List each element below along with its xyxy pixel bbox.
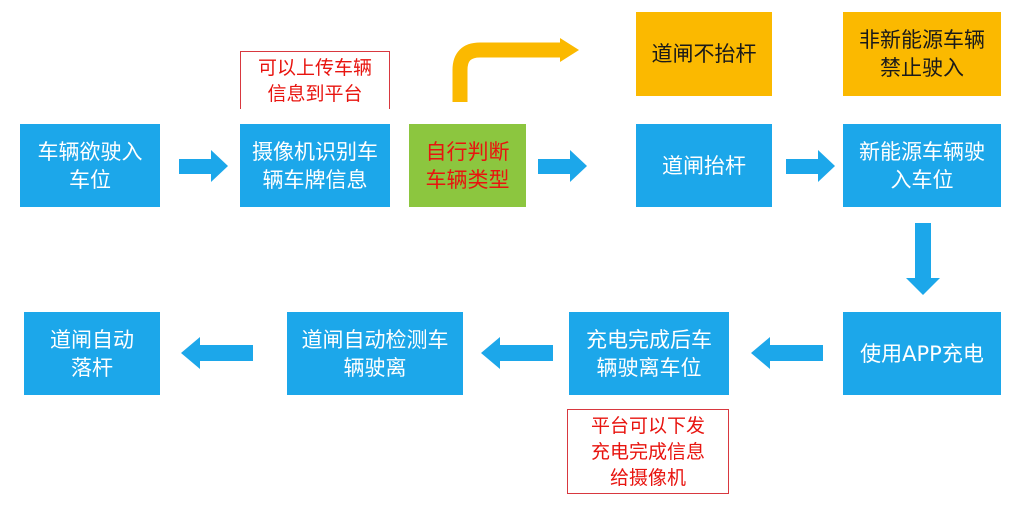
- step-camera-recognize-label: 摄像机识别车 辆车牌信息: [252, 139, 378, 192]
- note-platform-send-info-label: 平台可以下发 充电完成信息 给摄像机: [590, 414, 705, 489]
- arrow-curve-yellow: [452, 42, 562, 102]
- step-gate-up-label: 道闸抬杆: [662, 153, 746, 178]
- step-car-enter-label: 车辆欲驶入 车位: [37, 139, 143, 192]
- step-judge-type: 自行判断 车辆类型: [409, 124, 526, 207]
- step-gate-not-up: 道闸不抬杆: [636, 12, 772, 96]
- arrow-right-1: [179, 150, 228, 182]
- step-detect-leave: 道闸自动检测车 辆驶离: [287, 312, 463, 395]
- note-platform-send-info: 平台可以下发 充电完成信息 给摄像机: [567, 409, 729, 494]
- arrow-left-2: [481, 337, 553, 369]
- step-use-app-label: 使用APP充电: [860, 341, 984, 366]
- arrow-down-1: [906, 223, 940, 295]
- arrow-curve-yellow-head: [560, 38, 579, 62]
- step-gate-not-up-label: 道闸不抬杆: [651, 42, 757, 66]
- step-car-enter: 车辆欲驶入 车位: [20, 124, 160, 207]
- step-non-nev-forbidden-label: 非新能源车辆 禁止驶入: [859, 28, 985, 80]
- step-gate-down-label: 道闸自动 落杆: [50, 327, 134, 380]
- arrow-right-3: [786, 150, 835, 182]
- step-detect-leave-label: 道闸自动检测车 辆驶离: [301, 327, 449, 380]
- step-nev-enter: 新能源车辆驶 入车位: [843, 124, 1001, 207]
- note-upload-to-platform-label: 可以上传车辆 信息到平台: [257, 56, 372, 105]
- step-nev-enter-label: 新能源车辆驶 入车位: [859, 139, 985, 192]
- step-gate-down: 道闸自动 落杆: [24, 312, 160, 395]
- step-charge-done-leave: 充电完成后车 辆驶离车位: [569, 312, 729, 395]
- step-judge-type-label: 自行判断 车辆类型: [425, 139, 510, 192]
- arrow-left-3: [181, 337, 253, 369]
- note-upload-to-platform: 可以上传车辆 信息到平台: [240, 51, 390, 109]
- step-charge-done-leave-label: 充电完成后车 辆驶离车位: [586, 327, 712, 380]
- step-non-nev-forbidden: 非新能源车辆 禁止驶入: [843, 12, 1001, 96]
- step-gate-up: 道闸抬杆: [636, 124, 772, 207]
- arrow-left-1: [751, 337, 823, 369]
- step-camera-recognize: 摄像机识别车 辆车牌信息: [240, 124, 390, 207]
- arrow-right-2: [538, 150, 587, 182]
- step-use-app: 使用APP充电: [843, 312, 1001, 395]
